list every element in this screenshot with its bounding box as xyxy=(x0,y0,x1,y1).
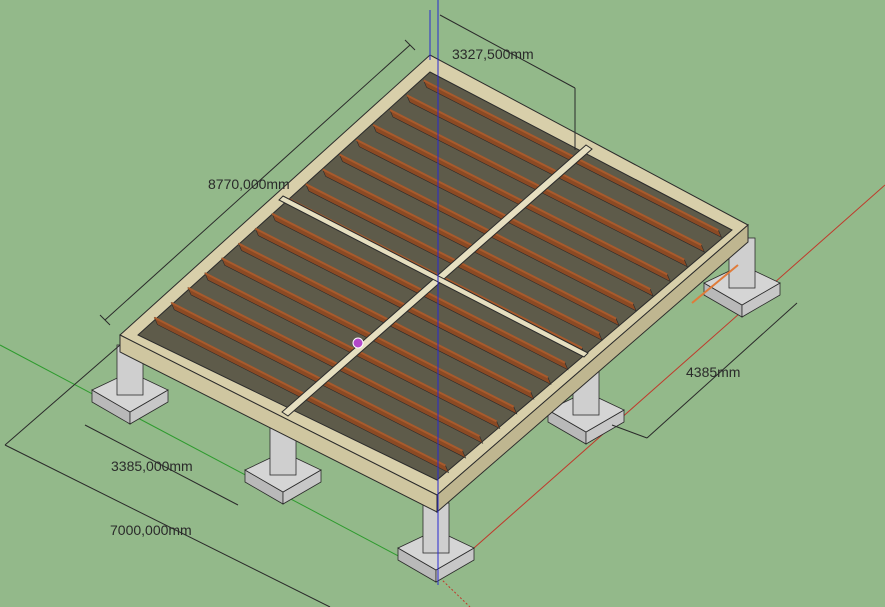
joist-top-edge xyxy=(322,168,617,320)
joist-top-edge xyxy=(254,227,549,379)
dim-side-span-label: 4385mm xyxy=(686,364,740,380)
joist-top-edge xyxy=(339,153,634,305)
rim-board-front-right xyxy=(436,223,749,514)
joist-top-edge xyxy=(423,79,719,232)
joist-top-edge xyxy=(271,212,566,364)
dimension-lines xyxy=(4,14,798,607)
dim-length-line xyxy=(104,44,411,321)
joist-top-edge xyxy=(355,138,651,291)
dim-side-line xyxy=(646,302,798,439)
joist-top-edge xyxy=(305,183,600,335)
joist-top-edge xyxy=(204,272,498,423)
joist-top-edge xyxy=(153,316,446,467)
dim-top-spacing-line xyxy=(439,14,576,89)
inference-point-marker[interactable] xyxy=(352,337,364,349)
floor-frame xyxy=(119,54,749,514)
joist-top-edge xyxy=(238,242,532,394)
joist-top-edge xyxy=(372,123,668,276)
joist-top-edge xyxy=(389,109,685,261)
center-beam-cross xyxy=(278,195,589,358)
joist-top-edge xyxy=(221,257,515,408)
red-axis-dashed xyxy=(439,577,471,607)
dim-front-line xyxy=(84,424,239,506)
red-axis xyxy=(439,184,885,579)
concrete-footing xyxy=(397,502,475,583)
dim-width-line xyxy=(4,444,331,607)
concrete-footing xyxy=(244,424,322,505)
tool-cursor-line xyxy=(691,264,739,304)
joist-top-edge xyxy=(406,94,702,246)
dim-top-spacing-label: 3327,500mm xyxy=(452,46,534,62)
joist-top-edge xyxy=(187,287,481,438)
dim-front-span-label: 3385,000mm xyxy=(111,458,193,474)
dim-width-label: 7000,000mm xyxy=(110,522,192,538)
green-axis xyxy=(0,344,441,579)
dim-length-label: 8770,000mm xyxy=(208,176,290,192)
joist-top-edge xyxy=(170,301,464,452)
